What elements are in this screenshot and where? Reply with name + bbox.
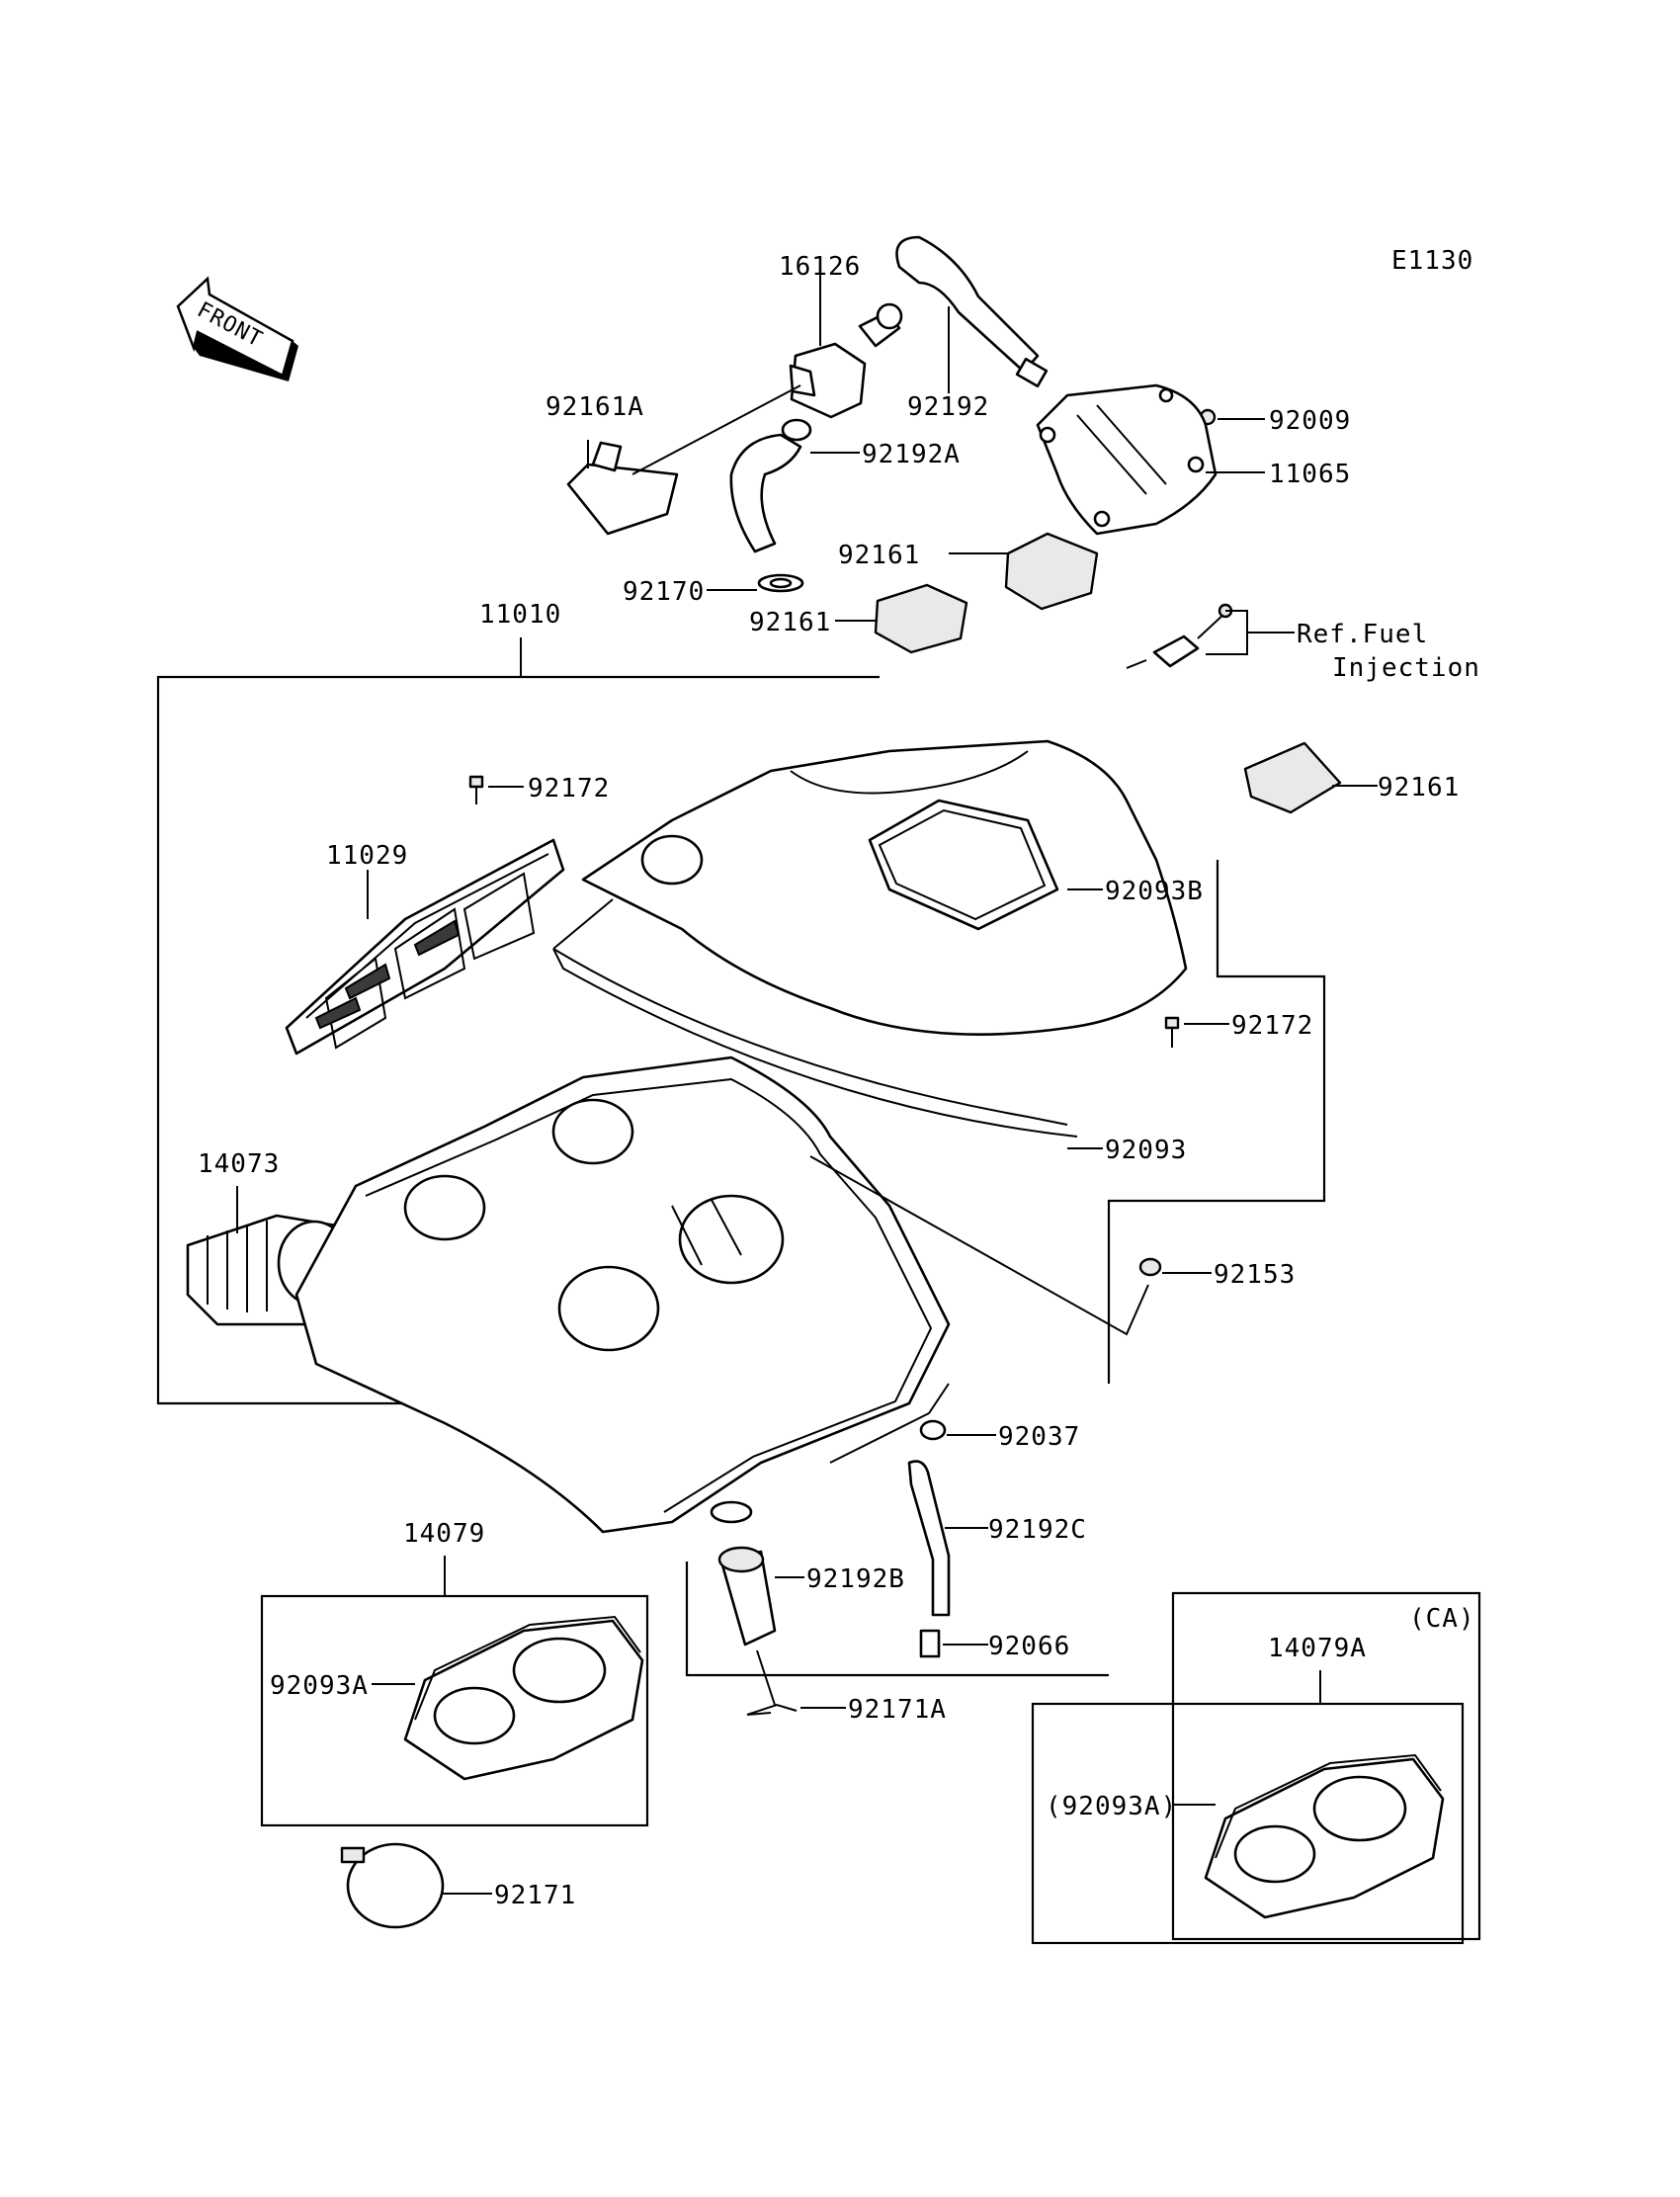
label-92066: 92066	[988, 1632, 1070, 1661]
part-92161-pad-upper	[1004, 532, 1099, 611]
box-14079	[260, 1594, 649, 1827]
ca-inset-inner	[1031, 1702, 1465, 1945]
part-92037-clamp	[919, 1419, 947, 1441]
part-92172-bolt-lower	[1164, 1016, 1180, 1048]
part-11029-filter-element	[285, 838, 565, 1056]
label-92153: 92153	[1214, 1260, 1296, 1290]
part-92192C-hose	[907, 1460, 951, 1617]
bracket-right	[1107, 860, 1326, 1384]
label-92192: 92192	[907, 392, 989, 422]
label-92172-upper: 92172	[528, 774, 610, 803]
label-92093A-ca: (92093A)	[1046, 1792, 1177, 1821]
label-ref-injection: Injection	[1332, 653, 1480, 683]
part-92066-plug	[919, 1629, 941, 1658]
label-92161-upper: 92161	[838, 541, 920, 570]
label-92161A: 92161A	[546, 392, 644, 422]
label-ca: (CA)	[1409, 1604, 1475, 1634]
part-92161-pad-left	[874, 583, 968, 654]
label-92093B: 92093B	[1105, 877, 1204, 906]
label-14073: 14073	[198, 1149, 280, 1179]
part-92170-clip	[757, 573, 804, 593]
part-92192A-hose	[729, 418, 812, 553]
label-14079A: 14079A	[1268, 1634, 1367, 1663]
label-92171A: 92171A	[848, 1695, 947, 1725]
label-14079: 14079	[403, 1519, 485, 1549]
label-11065: 11065	[1269, 460, 1351, 489]
label-16126: 16126	[779, 252, 861, 282]
part-92192-hose	[895, 235, 1049, 388]
part-92171-band-clamp	[340, 1842, 445, 1929]
label-92192B: 92192B	[806, 1564, 905, 1594]
part-14079-inlet-cover	[403, 1615, 644, 1781]
label-92009: 92009	[1269, 406, 1351, 436]
label-92161-right: 92161	[1378, 773, 1460, 803]
label-92170: 92170	[623, 577, 705, 607]
bracket-11010	[156, 675, 880, 1405]
label-92192C: 92192C	[988, 1515, 1087, 1545]
label-92093A: 92093A	[270, 1671, 369, 1701]
diagram-code: E1130	[1391, 246, 1473, 276]
part-fuel-injection-ref	[1126, 603, 1233, 669]
label-92093: 92093	[1105, 1136, 1187, 1165]
part-air-cleaner-lower-box	[294, 1056, 951, 1534]
front-arrow-icon: FRONT	[176, 276, 298, 381]
label-92171: 92171	[494, 1881, 576, 1910]
label-92037: 92037	[998, 1422, 1080, 1452]
bracket-lower	[685, 1562, 1109, 1677]
ca-inset-outer	[1171, 1591, 1481, 1941]
part-92161-pad-right	[1243, 741, 1342, 814]
part-air-cleaner-upper-housing	[552, 739, 1188, 1138]
label-92192A: 92192A	[862, 440, 961, 469]
part-16126-valve	[789, 302, 903, 419]
part-92172-bolt-upper	[468, 775, 484, 804]
part-92192B-drain	[717, 1546, 777, 1647]
label-ref-fuel: Ref.Fuel	[1297, 620, 1428, 649]
label-92172-lower: 92172	[1231, 1011, 1313, 1041]
part-14079A-inlet-cover-ca	[1204, 1753, 1445, 1919]
part-92171A-clip	[746, 1703, 798, 1716]
label-11010: 11010	[479, 600, 561, 630]
label-92161-left: 92161	[749, 608, 831, 637]
label-11029: 11029	[326, 841, 408, 871]
part-11065-cover-plate	[1036, 383, 1218, 536]
part-92153-bolt	[1138, 1257, 1162, 1277]
part-92161A-pad	[566, 441, 679, 536]
